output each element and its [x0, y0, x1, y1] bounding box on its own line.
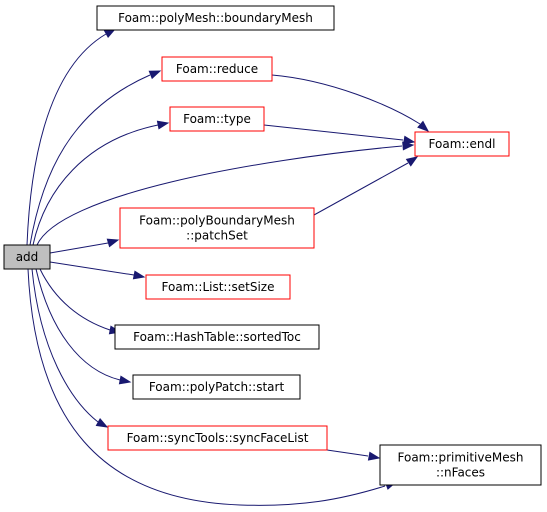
node-box[interactable] — [414, 131, 510, 157]
edge-add-to-start — [35, 268, 132, 385]
edge-line — [26, 33, 107, 246]
edge-line — [29, 74, 151, 246]
node-sortedToc[interactable]: Foam::HashTable::sortedToc — [114, 324, 320, 350]
node-nFaces[interactable]: Foam::primitiveMesh::nFaces — [379, 444, 542, 486]
node-label: Foam::primitiveMesh — [398, 451, 524, 465]
node-label: Foam::List::setSize — [162, 280, 275, 294]
edge-line — [326, 449, 369, 457]
edge-line — [27, 268, 386, 506]
arrowhead-icon — [106, 238, 120, 248]
edge-line — [313, 162, 409, 216]
node-label: Foam::type — [183, 112, 251, 126]
arrowhead-icon — [367, 451, 381, 461]
arrowhead-icon — [148, 70, 162, 80]
node-start[interactable]: Foam::polyPatch::start — [132, 374, 301, 400]
nodes-layer: add Foam::polyMesh::boundaryMeshFoam::red… — [3, 5, 542, 486]
arrowhead-icon — [132, 270, 146, 280]
node-endl[interactable]: Foam::endl — [414, 131, 510, 157]
node-syncFaceList[interactable]: Foam::syncTools::syncFaceList — [107, 425, 328, 451]
node-box[interactable] — [161, 56, 273, 82]
node-type[interactable]: Foam::type — [169, 106, 265, 132]
node-label: Foam::HashTable::sortedToc — [133, 330, 301, 344]
edge-syncFaceList-to-nFaces — [326, 449, 381, 461]
node-label: Foam::polyBoundaryMesh — [139, 214, 295, 228]
arrowhead-icon — [405, 156, 419, 167]
edge-add-to-type — [32, 120, 170, 246]
arrowhead-icon — [417, 120, 430, 132]
node-box[interactable] — [169, 106, 265, 132]
edge-line — [49, 242, 109, 254]
edge-line — [39, 268, 111, 331]
arrowhead-icon — [402, 135, 416, 145]
arrowhead-icon — [156, 120, 170, 130]
node-box[interactable] — [145, 274, 291, 300]
edge-add-to-reduce — [29, 70, 162, 246]
node-label: ::nFaces — [436, 466, 485, 480]
node-label: Foam::polyPatch::start — [149, 380, 285, 394]
edge-type-to-endl — [263, 124, 416, 145]
node-box[interactable] — [3, 244, 51, 270]
node-label: ::patchSet — [186, 229, 248, 243]
node-setSize[interactable]: Foam::List::setSize — [145, 274, 291, 300]
node-label: Foam::polyMesh::boundaryMesh — [118, 11, 313, 25]
edge-line — [31, 268, 99, 423]
edge-reduce-to-endl — [271, 74, 430, 132]
node-box[interactable] — [107, 425, 328, 451]
arrowhead-icon — [95, 417, 109, 428]
node-box[interactable] — [119, 207, 315, 249]
arrowhead-icon — [118, 375, 132, 385]
node-patchSet[interactable]: Foam::polyBoundaryMesh::patchSet — [119, 207, 315, 249]
edge-line — [35, 268, 121, 381]
edge-add-to-syncFaceList — [31, 268, 109, 428]
edge-line — [36, 145, 403, 246]
edge-add-to-setSize — [49, 261, 146, 280]
edge-add-to-patchSet — [49, 238, 120, 254]
edge-line — [263, 124, 404, 141]
node-box[interactable] — [114, 324, 320, 350]
edge-add-to-sortedToc — [39, 268, 122, 335]
node-box[interactable] — [132, 374, 301, 400]
node-boundaryMesh[interactable]: Foam::polyMesh::boundaryMesh — [96, 5, 335, 31]
node-add[interactable]: add — [3, 244, 51, 270]
edge-line — [271, 74, 421, 125]
node-reduce[interactable]: Foam::reduce — [161, 56, 273, 82]
node-label: add — [16, 250, 39, 264]
node-box[interactable] — [96, 5, 335, 31]
edge-line — [49, 261, 135, 276]
node-box[interactable] — [379, 444, 542, 486]
edge-line — [32, 124, 159, 246]
node-label: Foam::reduce — [176, 62, 258, 76]
node-label: Foam::syncTools::syncFaceList — [127, 431, 309, 445]
node-label: Foam::endl — [429, 137, 496, 151]
edge-patchSet-to-endl — [313, 156, 419, 216]
